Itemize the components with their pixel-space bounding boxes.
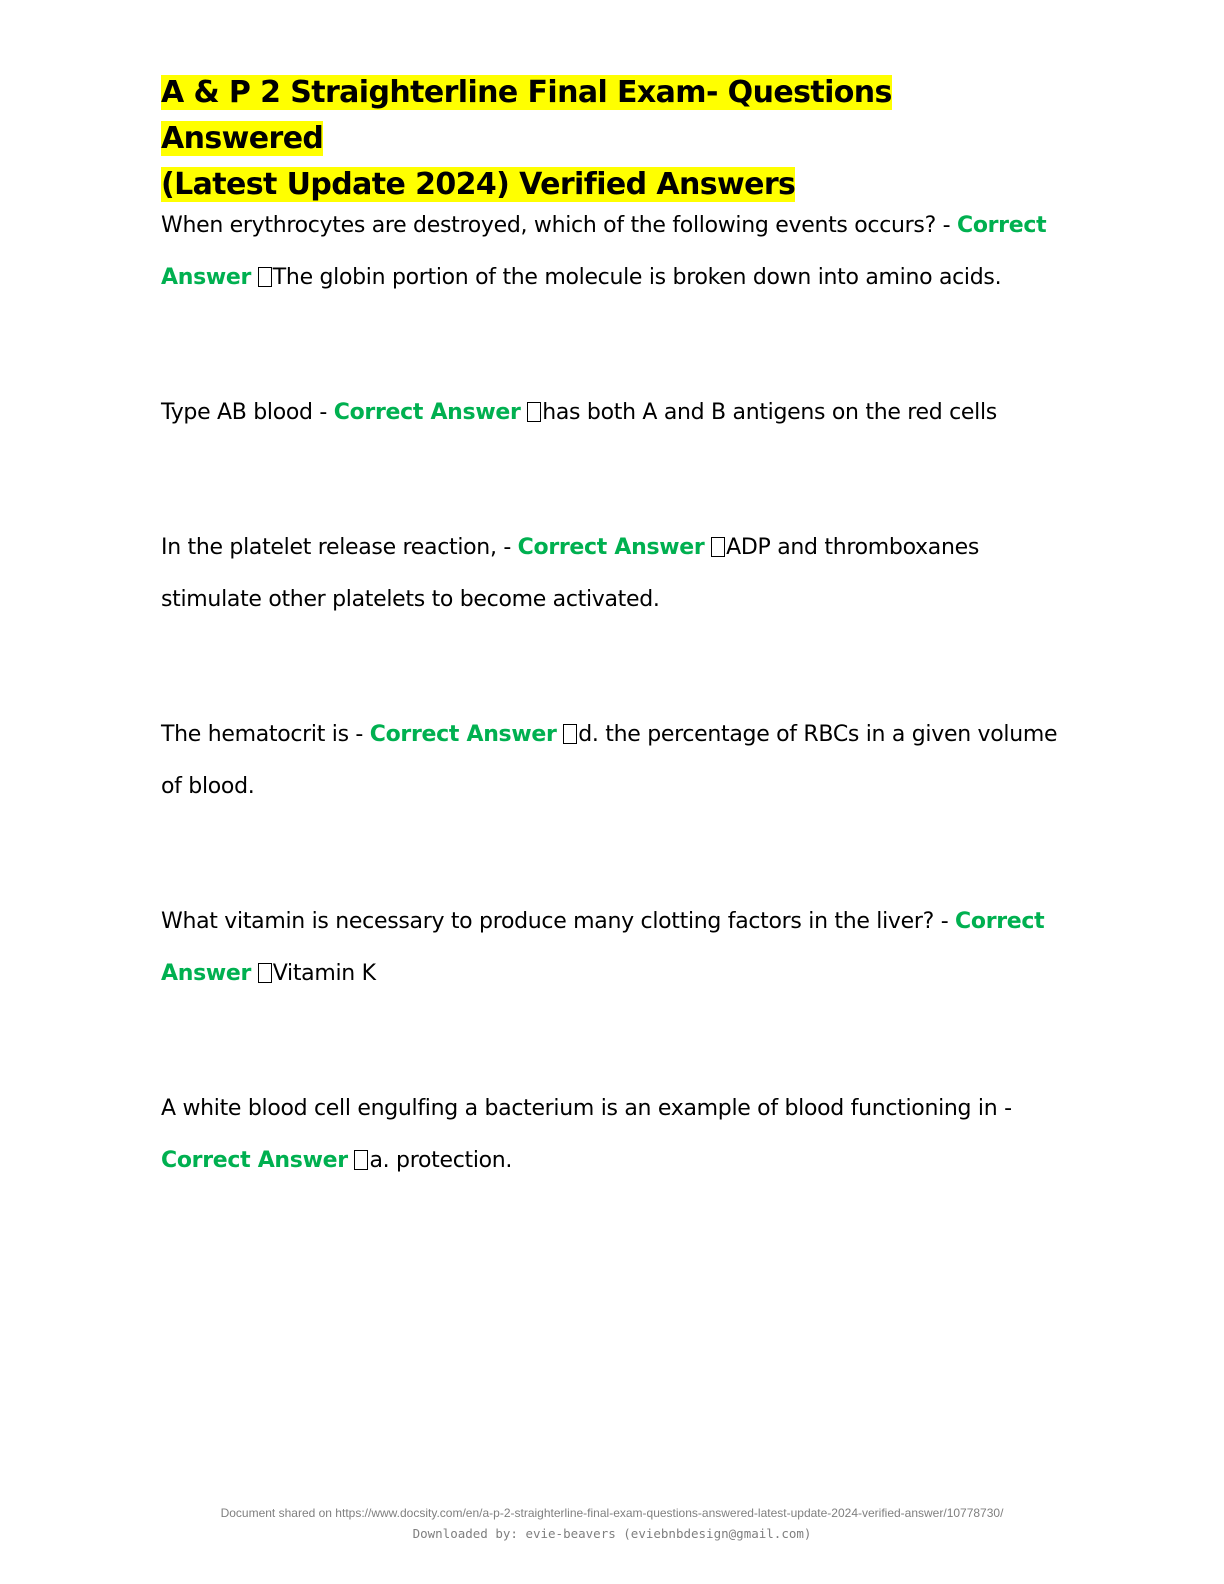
answer-text: has both A and B antigens on the red cel… xyxy=(542,400,997,425)
question-text: In the platelet release reaction, - xyxy=(161,535,518,560)
document-page: A & P 2 Straighterline Final Exam- Quest… xyxy=(161,70,1061,1187)
correct-answer-label: Correct Answer xyxy=(369,722,557,747)
title-line-2: (Latest Update 2024) Verified Answers xyxy=(161,167,796,202)
document-title: A & P 2 Straighterline Final Exam- Quest… xyxy=(161,70,1061,208)
qa-item: What vitamin is necessary to produce man… xyxy=(161,896,1061,1000)
question-text: When erythrocytes are destroyed, which o… xyxy=(161,213,957,238)
checkbox-icon xyxy=(354,1150,369,1170)
answer-text: Vitamin K xyxy=(272,961,376,986)
question-text: What vitamin is necessary to produce man… xyxy=(161,909,956,934)
footer-shared-link[interactable]: Document shared on https://www.docsity.c… xyxy=(220,1506,1004,1520)
checkbox-icon xyxy=(527,402,542,422)
question-text: A white blood cell engulfing a bacterium… xyxy=(161,1096,1012,1121)
answer-text: ADP and thromboxanes stimulate other pla… xyxy=(161,535,980,612)
qa-item: Type AB blood - Correct Answer has both … xyxy=(161,387,1061,439)
answer-text: The globin portion of the molecule is br… xyxy=(272,265,1002,290)
correct-answer-label: Correct Answer xyxy=(161,213,1047,290)
qa-item: When erythrocytes are destroyed, which o… xyxy=(161,200,1061,304)
checkbox-icon xyxy=(563,724,578,744)
correct-answer-label: Correct Answer xyxy=(517,535,705,560)
footer-downloaded-by: Downloaded by: evie-beavers (eviebnbdesi… xyxy=(412,1526,812,1541)
qa-item: In the platelet release reaction, - Corr… xyxy=(161,522,1061,626)
question-text: The hematocrit is - xyxy=(161,722,370,747)
answer-text: a. protection. xyxy=(369,1148,513,1173)
qa-item: A white blood cell engulfing a bacterium… xyxy=(161,1083,1061,1187)
title-line-1: A & P 2 Straighterline Final Exam- Quest… xyxy=(161,75,892,156)
answer-text: d. the percentage of RBCs in a given vol… xyxy=(161,722,1058,799)
correct-answer-label: Correct Answer xyxy=(333,400,521,425)
checkbox-icon xyxy=(257,963,272,983)
checkbox-icon xyxy=(257,267,272,287)
correct-answer-label: Correct Answer xyxy=(161,1148,348,1173)
checkbox-icon xyxy=(711,537,726,557)
question-text: Type AB blood - xyxy=(161,400,334,425)
correct-answer-label: Correct Answer xyxy=(161,909,1045,986)
qa-item: The hematocrit is - Correct Answer d. th… xyxy=(161,709,1061,813)
